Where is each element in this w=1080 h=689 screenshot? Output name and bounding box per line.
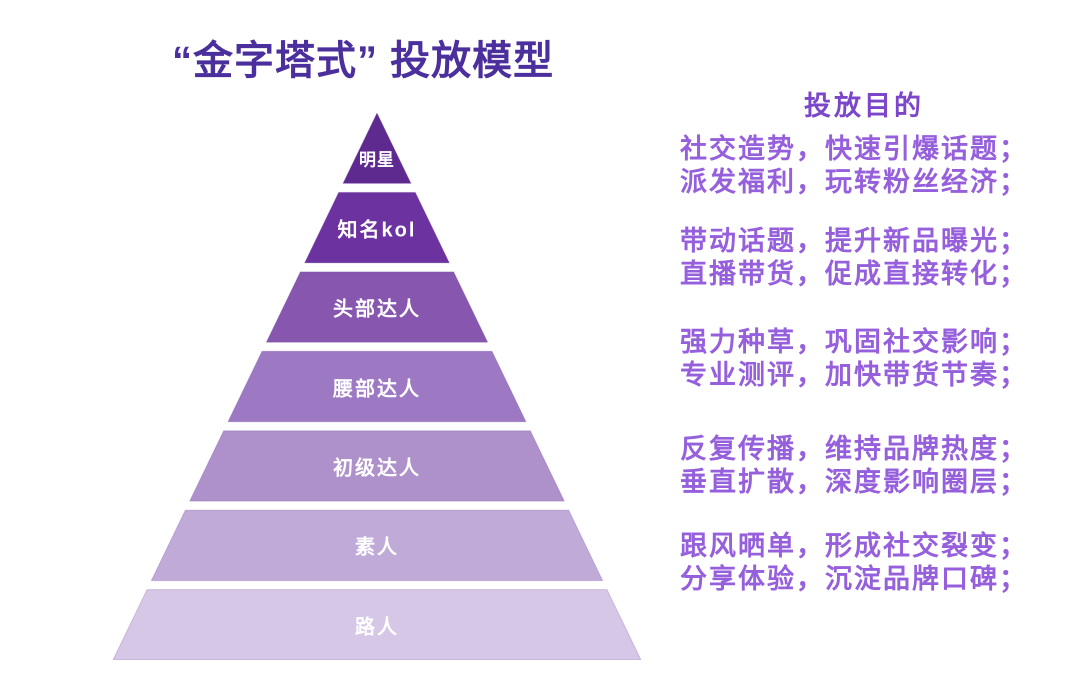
purpose-line: 专业测评，加快带货节奏； (680, 360, 1028, 390)
purpose-line: 社交造势，快速引爆话题； (680, 134, 1028, 164)
pyramid-diagram: 明星知名kol 头部达人腰部达人初级达人素人路人 (113, 113, 641, 660)
purpose-block-1: 社交造势，快速引爆话题； 派发福利，玩转粉丝经济； (680, 133, 1048, 199)
pyramid-tier-shape (303, 191, 451, 264)
pyramid-tier-label: 明星 (359, 150, 395, 170)
pyramid-tier-shape (342, 113, 412, 184)
purpose-block-5: 跟风晒单，形成社交裂变； 分享体验，沉淀品牌口碑； (680, 530, 1048, 596)
purpose-line: 带动话题，提升新品曝光； (680, 226, 1028, 256)
pyramid-tier-shape (188, 430, 566, 502)
purpose-line: 分享体验，沉淀品牌口碑； (680, 564, 1028, 594)
pyramid-tier-label: 素人 (355, 536, 399, 559)
pyramid-shapes (113, 113, 641, 660)
pyramid-tier-label: 腰部达人 (333, 378, 421, 400)
pyramid-tier-shape (113, 589, 641, 660)
purpose-line: 垂直扩散，深度影响圈层； (680, 467, 1028, 497)
purpose-column: 投放目的 社交造势，快速引爆话题； 派发福利，玩转粉丝经济； 带动话题，提升新品… (680, 0, 1048, 689)
pyramid-tier-shape (150, 509, 604, 582)
purpose-block-2: 带动话题，提升新品曝光； 直播带货，促成直接转化； (680, 225, 1048, 291)
pyramid-labels: 明星知名kol 头部达人腰部达人初级达人素人路人 (113, 113, 641, 660)
pyramid-tier-label: 知名kol (337, 219, 417, 242)
page-title: “金字塔式” 投放模型 (172, 39, 555, 83)
pyramid-tier-shape (265, 271, 489, 343)
purpose-line: 派发福利，玩转粉丝经济； (680, 167, 1028, 197)
purpose-block-3: 强力种草，巩固社交影响； 专业测评，加快带货节奏； (680, 326, 1048, 392)
purpose-line: 直播带货，促成直接转化； (680, 259, 1028, 289)
purpose-line: 跟风晒单，形成社交裂变； (680, 531, 1028, 561)
pyramid-tier-label: 初级达人 (333, 457, 421, 480)
purpose-line: 强力种草，巩固社交影响； (680, 327, 1028, 357)
pyramid-tier-label: 路人 (355, 616, 399, 639)
purpose-column-title: 投放目的 (804, 91, 924, 121)
purpose-line: 反复传播，维持品牌热度； (680, 434, 1028, 464)
pyramid-tier-shape (227, 350, 527, 423)
purpose-block-4: 反复传播，维持品牌热度； 垂直扩散，深度影响圈层； (680, 433, 1048, 499)
pyramid-tier-label: 头部达人 (333, 298, 421, 321)
